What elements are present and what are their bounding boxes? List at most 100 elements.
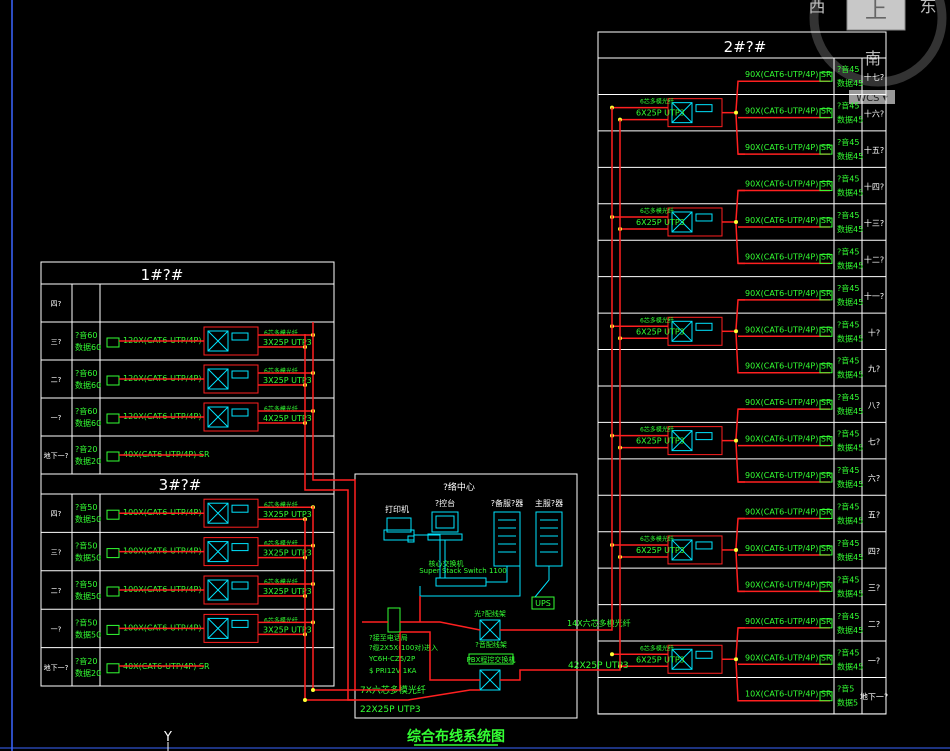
closet-riser-label: 6X25P UTP3 [636, 437, 685, 446]
horizontal-cable-label: 90X(CAT6-UTP/4P) SR [745, 508, 832, 517]
building-2-copper-riser [598, 119, 621, 671]
data-count: 数据45 [837, 479, 863, 489]
core-switch-icon [435, 577, 487, 587]
distribution-frame-icon [203, 613, 259, 643]
view-cube-top-label: 上 [865, 0, 887, 24]
closet-riser-label: 3X25P UTP3 [263, 510, 312, 519]
junction-node [734, 438, 738, 443]
voice-count: ?音45 [837, 647, 859, 657]
voice-count: ?音45 [837, 101, 859, 111]
outlet-icon [106, 509, 120, 520]
building-2-fiber-riser [598, 107, 613, 631]
building-3-panel: 3#?# 四??音50数据50100X(CAT6-UTP/4P)三??音50数据… [40, 473, 335, 687]
voice-count: ?音45 [837, 429, 859, 439]
data-count: 数据45 [837, 260, 863, 270]
outlet-icon [819, 545, 833, 556]
outlet-icon [819, 71, 833, 82]
horizontal-cable-label: 90X(CAT6-UTP/4P) SR [745, 107, 832, 116]
voice-count: ?音45 [837, 174, 859, 184]
printer-label: 打印机 [385, 504, 409, 514]
voice-count: ?音50 [75, 541, 97, 551]
core-switch-model: Super Stack Switch 1100 [419, 567, 507, 575]
closet-feed-down [735, 551, 745, 593]
voice-count: ?音45 [837, 392, 859, 402]
drawing-title: 综合布线系统图 [407, 728, 505, 745]
closet-fiber-label: 6芯多模光纤 [640, 426, 674, 434]
data-count: 数据5 [837, 698, 858, 708]
horizontal-cable-label: 10X(CAT6-UTP/4P) SR [745, 690, 832, 699]
floor-name: 十六? [864, 109, 884, 119]
voice-count: ?音45 [837, 502, 859, 512]
outlet-icon [819, 618, 833, 629]
ucs-axis-icon: Y [163, 730, 172, 751]
data-count: 数据50 [75, 514, 101, 524]
ucs-menu[interactable] [849, 90, 895, 104]
voice-count: ?音45 [837, 356, 859, 366]
outlet-icon [819, 144, 833, 155]
building-1-title: 1#?# [141, 266, 184, 284]
ucs-label[interactable]: WCS ▾ [856, 93, 887, 104]
voice-count: ?音45 [837, 283, 859, 293]
view-cube-west[interactable]: 西 [809, 0, 826, 17]
building-1-panel: 1#?# 四?三??音60数据60120X(CAT6-UTP/4P)二??音60… [40, 261, 335, 475]
floor-name: 十四? [864, 182, 884, 192]
copper-trunk-1-3-label: 22X25P UTP3 [360, 705, 421, 715]
horizontal-cable-label: 90X(CAT6-UTP/4P) SR [745, 653, 832, 662]
voice-count: ?音20 [75, 656, 97, 666]
horizontal-cable-label: 90X(CAT6-UTP/4P) SR [745, 544, 832, 553]
voice-count: ?音45 [837, 64, 859, 74]
view-cube-ring[interactable] [809, 0, 947, 87]
voice-count: ?音45 [837, 137, 859, 147]
floor-name: 二? [51, 376, 62, 384]
data-count: 数据45 [837, 78, 863, 88]
backup-server-label: ?备服?器 [491, 498, 524, 508]
voice-count: ?音45 [837, 210, 859, 220]
floor-name: 地下一? [44, 663, 69, 672]
floor-name: 一? [51, 625, 62, 633]
closet-fiber-label: 6芯多模光纤 [640, 207, 674, 215]
view-cube[interactable]: 上 西 东 南 WCS ▾ [809, 0, 947, 104]
horizontal-cable-label: 90X(CAT6-UTP/4P) SR [745, 216, 832, 225]
junction-node [303, 698, 307, 702]
backup-server-link [486, 566, 508, 583]
outlet-icon [819, 691, 833, 702]
voice-count: ?音45 [837, 538, 859, 548]
building-1-fiber-riser [312, 322, 356, 690]
closet-feed-down [735, 223, 745, 265]
outlet-icon [819, 290, 833, 301]
outlet-icon [106, 413, 120, 424]
ups-icon [531, 596, 555, 610]
voice-count: ?音50 [75, 617, 97, 627]
floor-name: 五? [868, 511, 880, 520]
closet-feed-down [735, 442, 745, 483]
voice-count: ?音45 [837, 465, 859, 475]
floor-name: 七? [868, 438, 880, 447]
voice-count: ?音60 [75, 368, 97, 378]
voice-count: ?音45 [837, 319, 859, 329]
floor-name: 八? [868, 401, 880, 410]
data-count: 数据60 [75, 418, 101, 428]
data-count: 数据45 [837, 552, 863, 562]
closet-riser-label: 6X25P UTP3 [636, 218, 685, 227]
horizontal-cable-label: 90X(CAT6-UTP/4P) SR [745, 617, 832, 626]
junction-node [734, 219, 738, 224]
data-count: 数据45 [837, 588, 863, 598]
network-center-panel: ?络中心 打印机 ?控台 ?备服?器 [354, 473, 631, 719]
odf-rack-icon [479, 619, 501, 641]
junction-node [734, 547, 738, 552]
closet-fiber-label: 6芯多模光纤 [640, 644, 674, 652]
horizontal-cable-label: 90X(CAT6-UTP/4P) SR [745, 471, 832, 480]
view-cube-face[interactable] [846, 0, 906, 31]
distribution-frame-icon [203, 364, 259, 394]
data-count: 数据60 [75, 380, 101, 390]
view-cube-east[interactable]: 东 [920, 0, 937, 17]
